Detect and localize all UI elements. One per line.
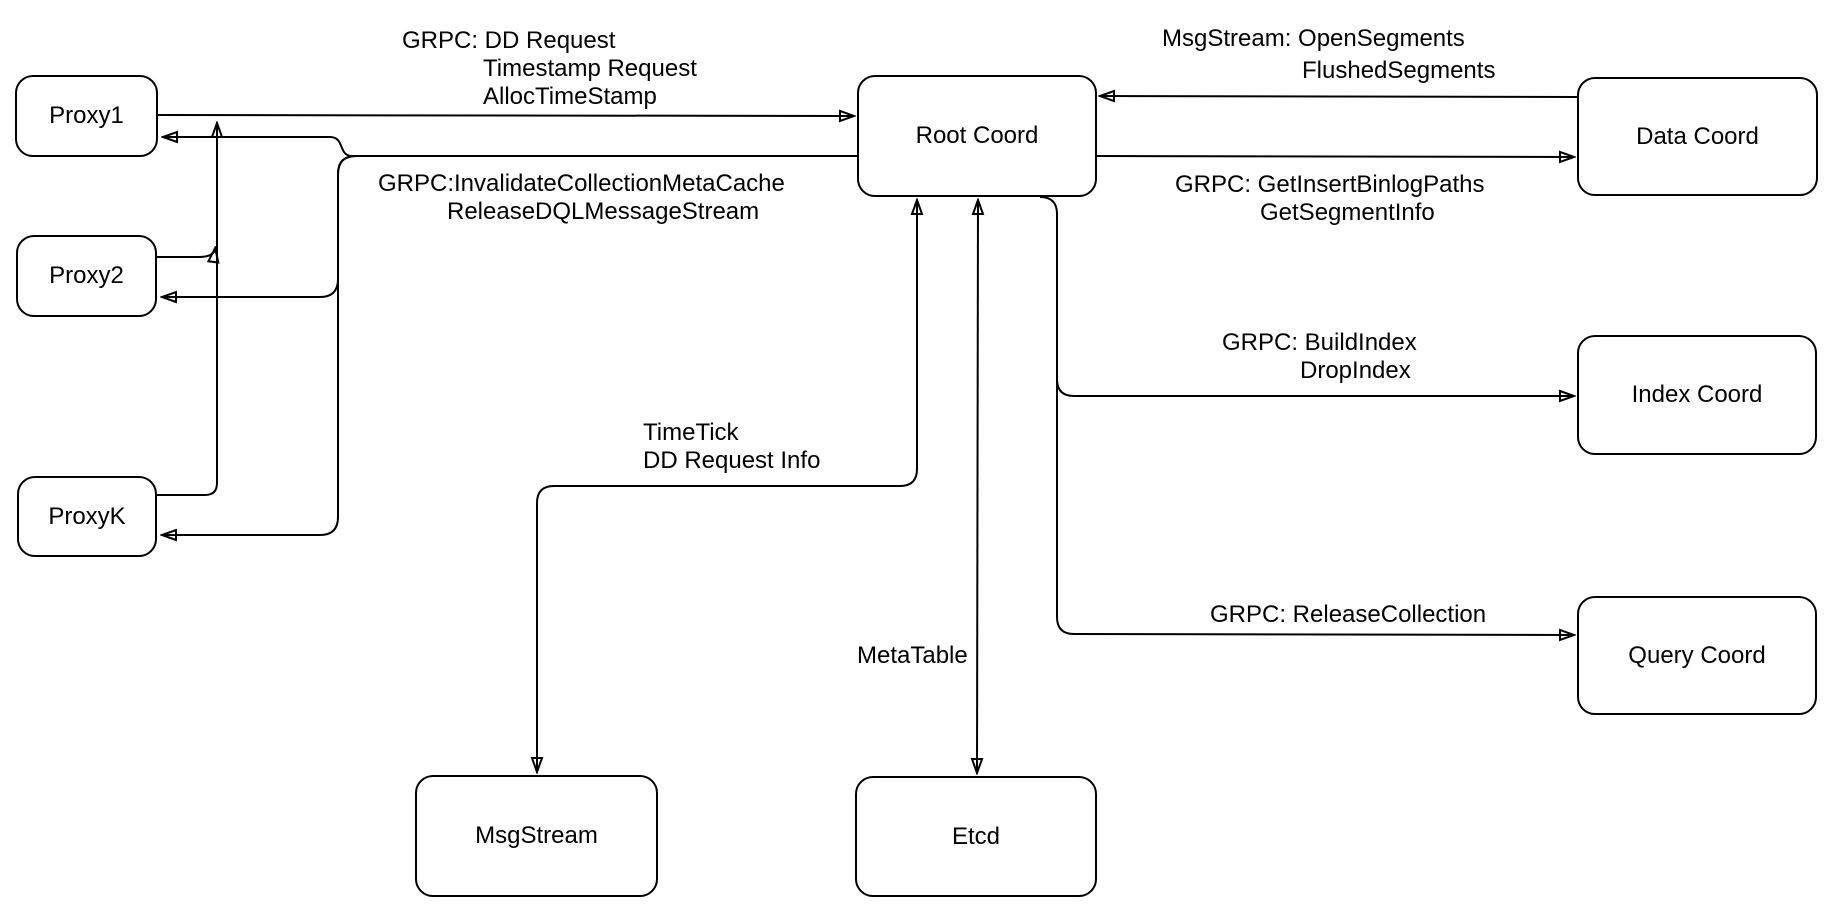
node-proxyk: ProxyK — [17, 476, 157, 557]
node-root-coord-label: Root Coord — [915, 122, 1039, 149]
node-query-coord-label: Query Coord — [1628, 641, 1766, 669]
edge-label-getsegmentinfo: GetSegmentInfo — [1260, 199, 1435, 226]
edge-label-alloctimestamp: AllocTimeStamp — [483, 83, 657, 110]
edge-label-msgstream-opensegments: MsgStream: OpenSegments — [1162, 25, 1465, 52]
node-msgstream: MsgStream — [415, 775, 658, 897]
edge-label-timestamp-request: Timestamp Request — [483, 55, 697, 82]
edge-label-release-dql-messagestream: ReleaseDQLMessageStream — [447, 198, 760, 225]
node-query-coord: Query Coord — [1577, 596, 1817, 715]
edge-proxy1-to-rootcoord — [157, 115, 853, 116]
edge-label-grpc-getinsertbinlogpaths: GRPC: GetInsertBinlogPaths — [1175, 171, 1485, 198]
edge-datacoord-to-rootcoord — [1101, 96, 1578, 97]
node-data-coord-label: Data Coord — [1636, 122, 1759, 150]
node-proxy2: Proxy2 — [16, 235, 157, 317]
edge-rootcoord-to-querycoord — [1056, 379, 1573, 635]
edge-label-invalidate-collection-metacache: GRPC:InvalidateCollectionMetaCache — [378, 170, 785, 197]
node-etcd-label: Etcd — [951, 822, 1001, 850]
edge-label-grpc-releasecollection: GRPC: ReleaseCollection — [1210, 601, 1487, 628]
edge-rootcoord-to-proxy1 — [164, 137, 857, 157]
node-index-coord: Index Coord — [1577, 335, 1817, 455]
node-proxy2-label: Proxy2 — [49, 262, 124, 289]
edge-rootcoord-to-proxyk — [163, 155, 857, 535]
node-proxy1: Proxy1 — [15, 75, 158, 157]
node-proxyk-label: ProxyK — [48, 502, 126, 530]
node-root-coord: Root Coord — [857, 75, 1097, 197]
edge-proxy2-merge-to-bus — [157, 249, 215, 257]
node-proxy1-label: Proxy1 — [49, 102, 124, 129]
edge-rootcoord-etcd-bidirectional — [977, 201, 978, 772]
edge-label-dd-request-info: DD Request Info — [643, 447, 821, 474]
node-etcd: Etcd — [855, 776, 1097, 897]
edge-rootcoord-to-datacoord — [1096, 156, 1573, 157]
edge-label-grpc-dd-request: GRPC: DD Request — [402, 27, 616, 54]
edge-label-dropindex: DropIndex — [1300, 357, 1411, 384]
edge-label-metatable: MetaTable — [857, 642, 968, 669]
node-index-coord-label: Index Coord — [1631, 381, 1763, 408]
node-msgstream-label: MsgStream — [475, 822, 598, 849]
edge-label-timetick: TimeTick — [643, 419, 739, 446]
node-data-coord: Data Coord — [1577, 77, 1818, 196]
edge-label-grpc-buildindex: GRPC: BuildIndex — [1222, 329, 1417, 356]
edge-proxyk-to-rootcoord-bus — [157, 124, 217, 496]
edge-label-flushedsegments: FlushedSegments — [1302, 57, 1496, 84]
edge-rootcoord-msgstream-bidirectional — [537, 201, 917, 771]
